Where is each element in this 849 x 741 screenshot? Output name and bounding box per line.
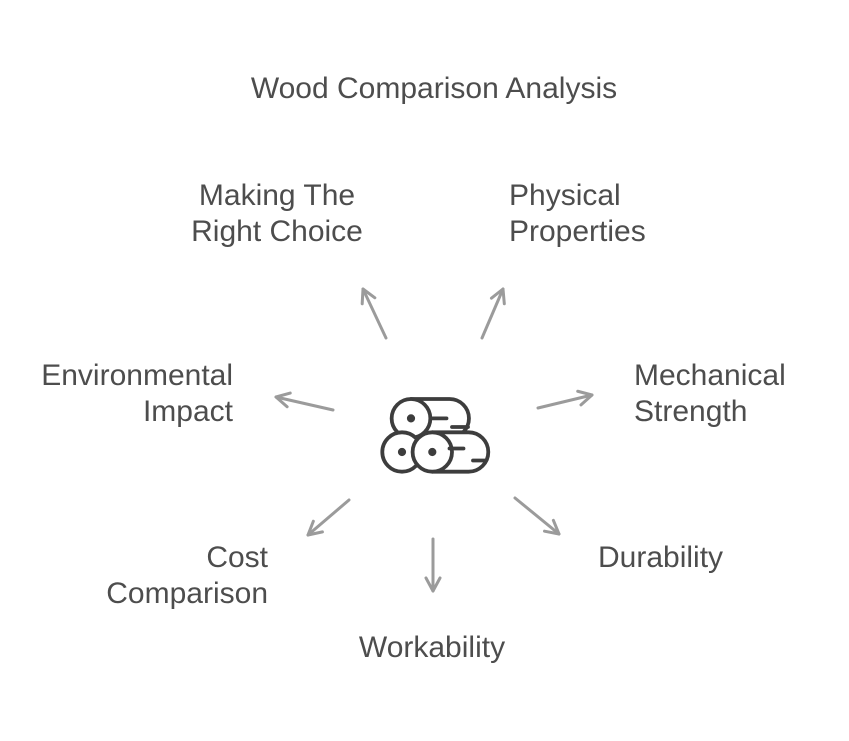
arrow-to-physical-properties [480, 287, 506, 340]
arrow-to-durability [513, 496, 561, 536]
arrow-to-making-the-right-choice [360, 287, 388, 340]
node-label-cost-comparison: Cost Comparison [106, 541, 268, 610]
node-label-making-the-right-choice: Making The Right Choice [191, 179, 363, 248]
arrow-to-environmental-impact [274, 391, 335, 412]
node-label-workability: Workability [358, 631, 506, 664]
node-label-environmental-impact: Environmental Impact [41, 359, 233, 428]
arrow-to-mechanical-strength [536, 389, 594, 410]
arrow-to-cost-comparison [306, 498, 351, 537]
node-label-durability: Durability [598, 541, 724, 574]
diagram-title: Wood Comparison Analysis [250, 72, 618, 105]
node-label-physical-properties: Physical Properties [509, 179, 646, 248]
node-label-mechanical-strength: Mechanical Strength [634, 359, 786, 428]
wood-logs-icon [380, 397, 491, 474]
